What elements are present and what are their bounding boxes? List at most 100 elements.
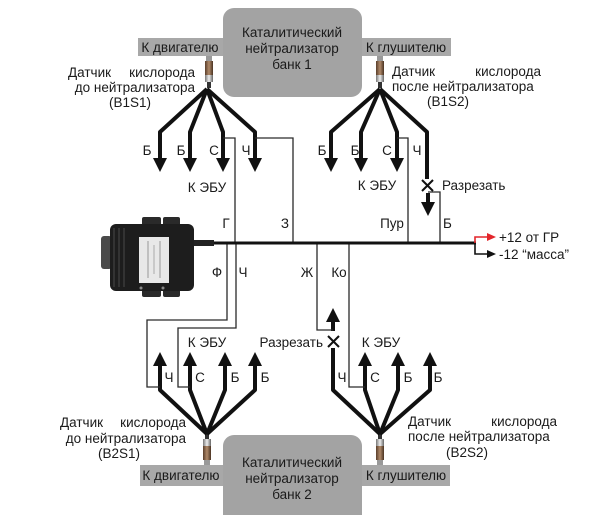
sensor-wire	[205, 364, 257, 436]
catalyst-title: Каталитический	[242, 455, 342, 470]
arrow-down-icon	[421, 202, 435, 216]
wire-color-label: Б	[231, 370, 240, 385]
arrow-down-icon	[324, 158, 338, 172]
wire-labels-b2s2: Ч С Б Б К ЭБУ Разрезать	[260, 335, 443, 385]
arrow-up-icon	[423, 352, 437, 366]
sensor-position: после нейтрализатора	[408, 429, 550, 444]
pipe-label: К двигателю	[142, 468, 219, 483]
wire-labels-b1s1: Б Б С Ч К ЭБУ	[143, 143, 251, 195]
arrow-up-icon	[391, 352, 405, 366]
pipe-to-muffler-bottom: К глушителю	[362, 465, 450, 486]
sensor-label-b1s1: Датчик кислорода до нейтрализатора (B1S1…	[68, 65, 195, 110]
module-ridge	[118, 228, 120, 287]
sensor-code: (B1S1)	[109, 95, 151, 110]
power-minus-label: -12 “масса”	[499, 247, 569, 262]
module-wire-label-top: Б	[443, 216, 452, 231]
wire-ch	[177, 243, 237, 388]
wire-g	[223, 137, 236, 243]
ecu-label: К ЭБУ	[188, 180, 227, 195]
pipe-to-engine-top: К двигателю	[138, 38, 223, 56]
module-wire-labels: Г З Пур Б Ф Ч Ж Ко	[212, 216, 452, 280]
catalyst-bank-label: банк 2	[272, 487, 312, 502]
sensor-heading-word: кислорода	[129, 65, 195, 80]
power-minus: -12 “масса”	[474, 243, 569, 262]
sensor-wire	[205, 364, 227, 435]
wire-color-label: Б	[261, 370, 270, 385]
sensor-label-b2s2: Датчик кислорода после нейтрализатора (B…	[408, 414, 557, 460]
catalyst-bank-label: банк 1	[272, 57, 312, 72]
pipe-label: К двигателю	[141, 40, 218, 55]
module-wire-label-top: Пур	[380, 216, 404, 231]
cut-label: Разрезать	[260, 335, 323, 350]
arrow-down-icon	[216, 158, 230, 172]
module-tab	[142, 217, 161, 226]
pipe-to-muffler-top: К глушителю	[362, 38, 451, 56]
sensor-wire	[378, 364, 400, 435]
sensor-heading-word: Датчик	[60, 415, 103, 430]
arrow-down-icon	[248, 158, 262, 172]
wire-color-label: С	[370, 370, 380, 385]
wire-color-label: С	[382, 143, 392, 158]
module-wire-label-bottom: Ф	[212, 265, 222, 280]
module-wire-label-bottom: Ч	[239, 265, 248, 280]
sensor-label-b1s2: Датчик кислорода после нейтрализатора (B…	[392, 64, 541, 109]
wire-color-label: Б	[143, 143, 152, 158]
wire-color-label: С	[195, 370, 205, 385]
module-wire-label-top: З	[281, 216, 289, 231]
wire-color-label: Ч	[165, 370, 174, 385]
arrow-down-icon	[354, 158, 368, 172]
sensor-wire	[378, 364, 432, 436]
sensor-code: (B1S2)	[427, 94, 469, 109]
oxygen-sensor-icon-b1s2	[376, 56, 384, 88]
arrow-up-icon	[183, 352, 197, 366]
catalyst-box	[223, 435, 362, 515]
module-led	[161, 286, 165, 290]
ecu-label: К ЭБУ	[188, 335, 227, 350]
arrow-up-icon	[326, 308, 340, 322]
wire-color-label: Ч	[242, 143, 251, 158]
module-wire-label-bottom: Ко	[331, 265, 346, 280]
cut-label: Разрезать	[442, 178, 505, 193]
sensor-heading-word: Датчик	[408, 414, 451, 429]
sensor-position: до нейтрализатора	[66, 431, 187, 446]
wire-f	[146, 243, 228, 388]
oxygen-sensor-icon-b2s2	[376, 433, 384, 465]
sensor-position: после нейтрализатора	[392, 79, 534, 94]
catalyst-title: Каталитический	[242, 25, 342, 40]
sensor-code: (B2S2)	[446, 445, 488, 460]
arrow-up-icon	[153, 352, 167, 366]
sensor-wire	[378, 88, 399, 160]
wire-color-label: Б	[318, 143, 327, 158]
sensor-wire	[363, 364, 382, 435]
wire-b	[428, 191, 441, 243]
cut-mark-icon	[421, 179, 434, 192]
sensor-wire	[329, 87, 382, 160]
arrow-right-icon	[487, 233, 496, 241]
sensor-wire	[205, 87, 257, 160]
catalyst-subtitle: нейтрализатор	[245, 471, 339, 486]
power-minus-wire	[474, 243, 488, 255]
sensor-wire	[359, 88, 382, 160]
wire-labels-b1s2: Б Б С Ч К ЭБУ Разрезать	[318, 143, 506, 193]
wire-color-label: Ч	[413, 143, 422, 158]
wire-zh	[316, 243, 333, 331]
catalyst-bank-2: Каталитический нейтрализатор банк 2	[223, 435, 362, 515]
sensor-heading-word: Датчик	[68, 65, 111, 80]
module-wire-label-top: Г	[222, 216, 230, 231]
wire-ko	[348, 243, 365, 388]
harness-wires	[146, 137, 441, 388]
wire-labels-b2s1: Ч С Б Б К ЭБУ	[165, 335, 270, 385]
wire-fan-b1s1	[153, 87, 262, 172]
power-plus: +12 от ГР	[474, 230, 559, 245]
pipe-bar	[362, 465, 450, 486]
sensor-wire	[188, 88, 209, 160]
sensor-heading-word: кислорода	[475, 64, 541, 79]
power-plus-wire	[474, 236, 488, 243]
module-ridge	[113, 228, 115, 287]
sensor-wire	[378, 87, 429, 179]
oxygen-sensor-icon-b2s1	[203, 433, 211, 465]
pipe-label: К глушителю	[366, 40, 446, 55]
wire-color-label: Б	[351, 143, 360, 158]
pipe-bar	[362, 38, 451, 56]
